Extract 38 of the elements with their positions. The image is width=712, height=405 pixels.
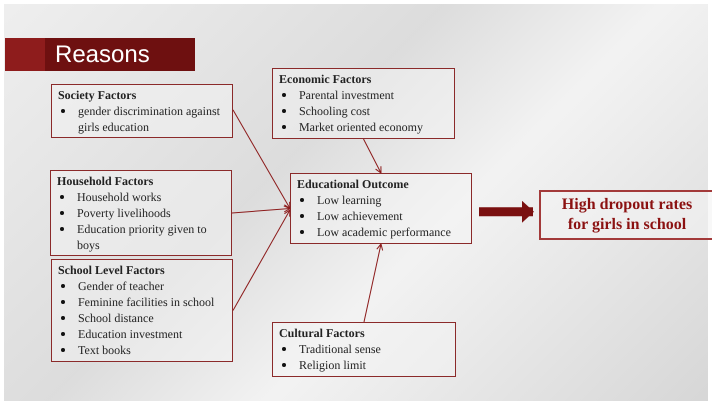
box-heading: Household Factors <box>57 173 154 189</box>
bullet-item: Low learning <box>317 192 382 208</box>
bullet-item: Feminine facilities in school <box>78 294 214 310</box>
box-heading: Society Factors <box>58 87 138 103</box>
factor-box <box>290 173 472 244</box>
result-box <box>539 190 712 240</box>
bullet-item: Market oriented economy <box>299 119 423 135</box>
bullet-item: Gender of teacher <box>78 278 164 294</box>
bullet-item: Traditional sense <box>299 341 381 357</box>
box-heading: Educational Outcome <box>297 176 410 192</box>
bullet-item: Education investment <box>78 326 182 342</box>
bullet-item: Low academic performance <box>317 224 451 240</box>
bullet-item: Parental investment <box>299 87 394 103</box>
arrow <box>364 244 384 322</box>
factor-box <box>50 170 232 256</box>
bullet-item: Schooling cost <box>299 103 370 119</box>
bullet-item: Household works <box>77 189 162 205</box>
arrow <box>363 138 382 174</box>
bullet-item: gender discrimination against girls education <box>78 103 221 135</box>
arrow <box>232 109 290 209</box>
arrow <box>479 200 534 223</box>
factor-box <box>272 322 456 377</box>
bullet-item: Poverty livelihoods <box>77 205 171 221</box>
result-text: High dropout rates for girls in school <box>560 195 694 235</box>
factor-box <box>51 84 233 138</box>
arrow <box>232 205 290 214</box>
bullet-item: Religion limit <box>299 357 366 373</box>
title-banner: Reasons <box>5 38 195 71</box>
bullet-item: School distance <box>78 310 154 326</box>
box-heading: Economic Factors <box>279 71 372 87</box>
bullet-item: Text books <box>78 342 131 358</box>
bullet-item: Low achievement <box>317 208 403 224</box>
factor-box <box>51 259 233 362</box>
bullet-item: Education priority given to boys <box>77 221 208 253</box>
box-heading: School Level Factors <box>58 262 166 278</box>
factor-box <box>272 68 455 139</box>
arrow <box>232 209 290 311</box>
box-heading: Cultural Factors <box>279 325 366 341</box>
